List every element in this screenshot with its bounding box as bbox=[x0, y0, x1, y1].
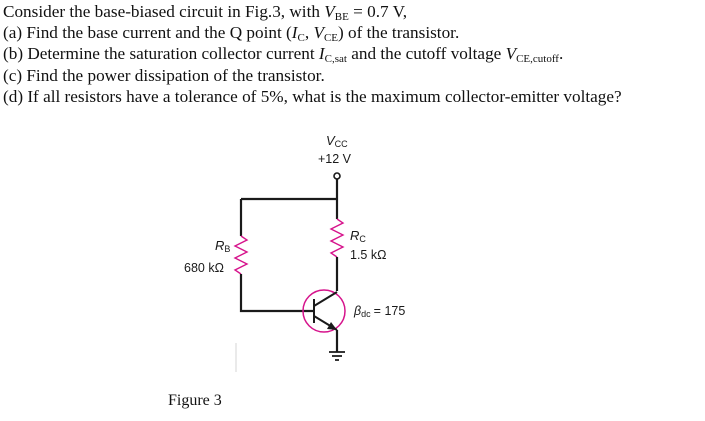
ground-symbol bbox=[329, 351, 345, 361]
emitter-arrow bbox=[327, 322, 337, 330]
problem-part-a: (a) Find the base current and the Q poin… bbox=[3, 23, 460, 45]
rb-resistor bbox=[233, 235, 249, 275]
top-wire bbox=[239, 179, 339, 236]
rb-value: 680 kΩ bbox=[184, 261, 224, 275]
rc-label: RC bbox=[350, 228, 366, 244]
problem-intro: Consider the base-biased circuit in Fig.… bbox=[3, 2, 408, 23]
beta-label: βdc= 175 bbox=[353, 304, 405, 319]
rb-label: RB bbox=[215, 238, 230, 254]
rc-resistor bbox=[329, 218, 345, 258]
vcc-value: +12 V bbox=[318, 152, 352, 166]
base-wire bbox=[239, 274, 314, 313]
problem-part-c: (c) Find the power dissipation of the tr… bbox=[3, 65, 325, 85]
figure-caption: Figure 3 bbox=[168, 392, 222, 409]
transistor-symbol bbox=[313, 291, 338, 331]
vcc-label: VCC bbox=[326, 133, 348, 149]
vcc-terminal bbox=[333, 172, 341, 180]
rc-value: 1.5 kΩ bbox=[350, 248, 386, 262]
transistor-body bbox=[302, 289, 346, 333]
problem-part-d: (d) If all resistors have a tolerance of… bbox=[3, 86, 622, 106]
problem-part-b: (b) Determine the saturation collector c… bbox=[3, 44, 564, 66]
problem-statement: Consider the base-biased circuit in Fig.… bbox=[3, 1, 703, 107]
